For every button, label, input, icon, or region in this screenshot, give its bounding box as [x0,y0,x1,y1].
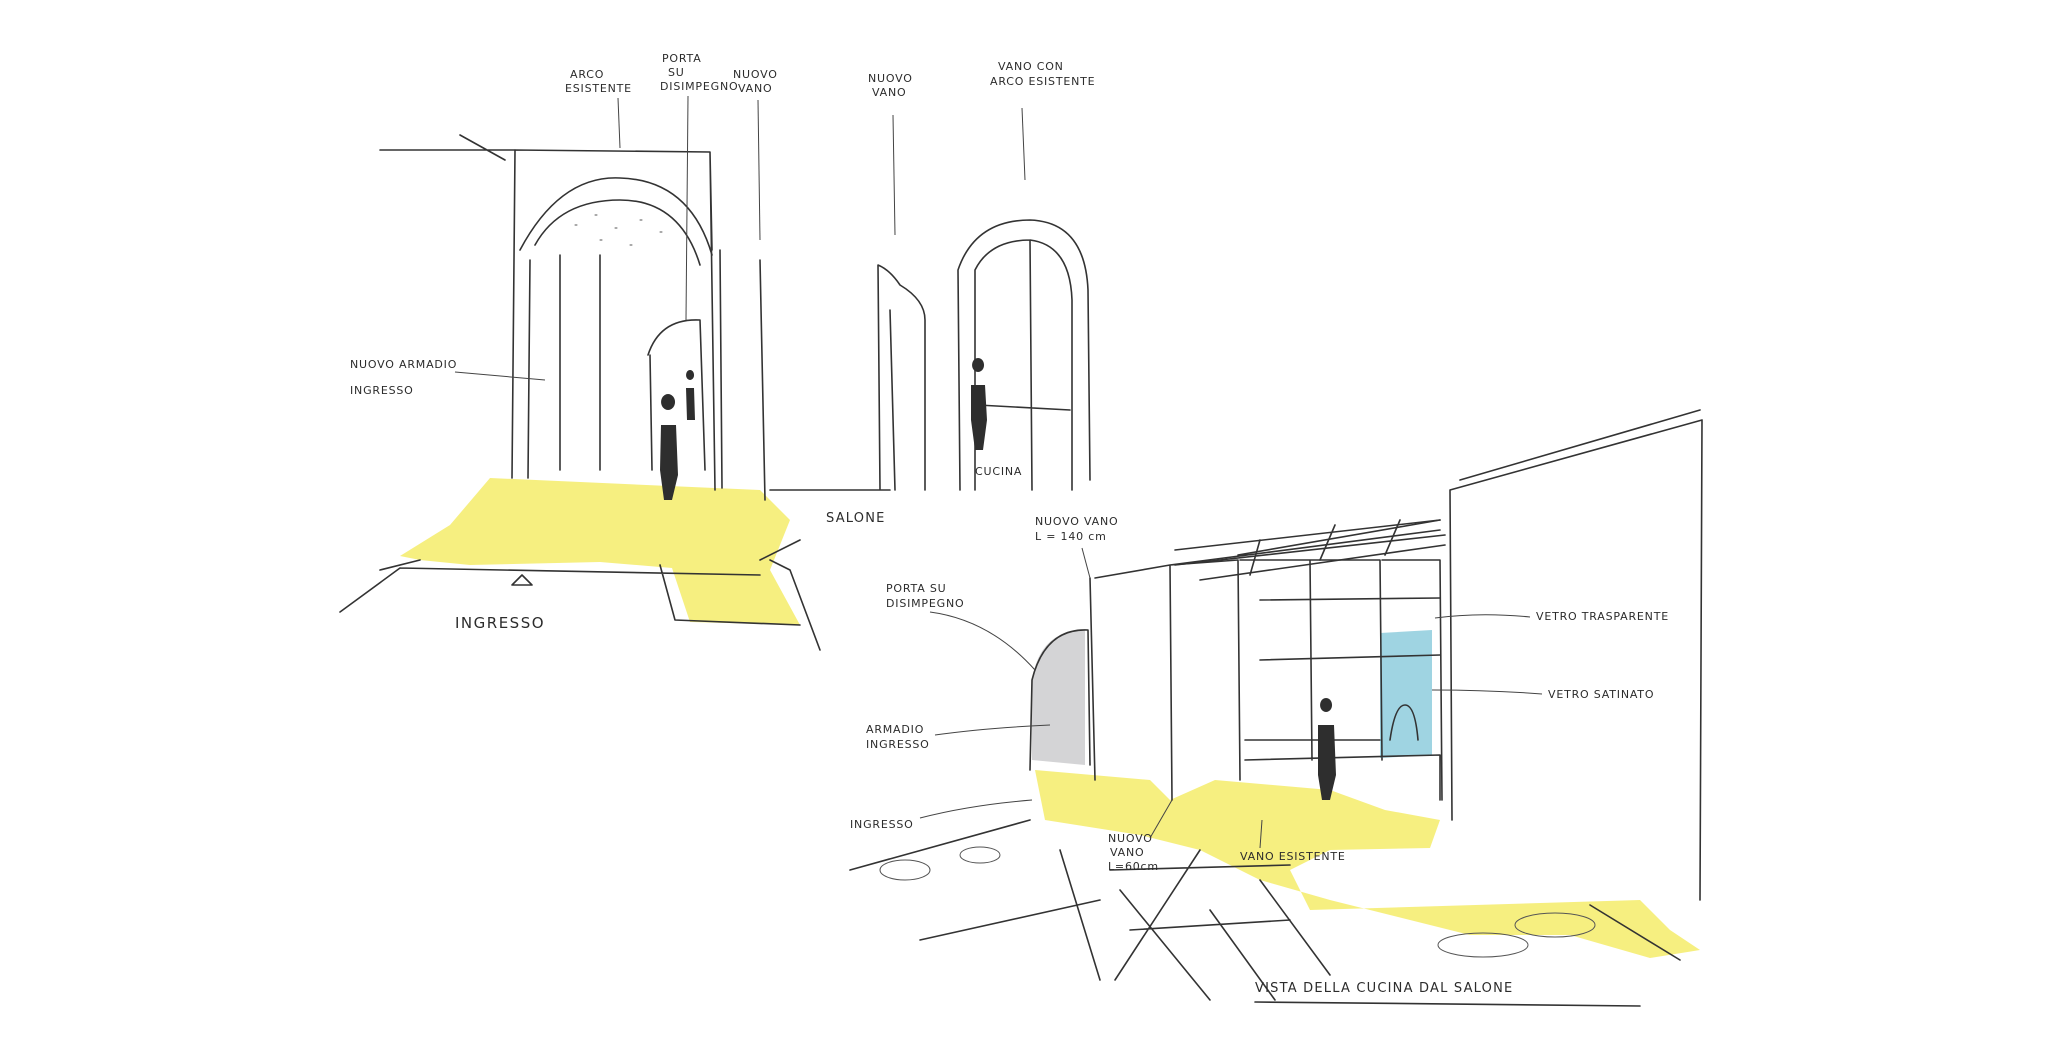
label-nuovo-vano-center-2: VANO [872,86,906,99]
kitchen-walls [1029,409,1703,901]
leader-armadio [454,371,546,381]
label-ingresso-left: INGRESSO [455,614,545,632]
leader-porta-right [929,611,1036,671]
entrance-door-marker [511,574,533,586]
sketch-kitchen: NUOVO VANO L = 140 cm PORTA SU DISIMPEGN… [849,409,1703,1007]
leader-armadio-right [934,724,1051,736]
arch-wall-outline [769,219,1091,491]
corridor-arch [647,319,706,471]
label-nuovo-vano-left: NUOVO [733,68,778,81]
label-salone: SALONE [826,511,886,526]
label-vano-con: VANO CON [998,60,1064,73]
leader-arco [617,97,621,149]
label-nuovo-vano-60: NUOVO [1108,832,1153,845]
entrance-arch-vault [519,177,713,266]
label-ingresso-right: INGRESSO [850,818,914,831]
entrance-floor-highlight [400,478,800,625]
sketch-entrance: ARCO ESISTENTE PORTA SU DISIMPEGNO NUOVO… [339,52,821,651]
label-vano-60: VANO [1110,846,1144,859]
vault-dots [574,214,663,246]
leader-vano-arco [1021,107,1026,181]
label-nuovo-vano-l140: NUOVO VANO [1035,515,1118,528]
label-vetro-trasparente: VETRO TRASPARENTE [1536,610,1669,623]
label-arco-esistente-center: ARCO ESISTENTE [990,75,1095,88]
label-porta-su: SU [668,66,685,79]
person-silhouette [660,394,678,500]
kitchen-beams [1174,519,1446,661]
label-disimpegno: DISIMPEGNO [660,80,738,93]
leader-vano-esistente [1259,819,1263,849]
person-in-kitchen [1318,698,1336,800]
leader-l60 [1149,799,1173,839]
label-l60: L=60cm [1108,860,1159,873]
caption-underline [1254,1001,1641,1007]
label-disimpegno-right: DISIMPEGNO [886,597,964,610]
label-armadio-right: ARMADIO [866,723,924,736]
label-l140: L = 140 cm [1035,530,1107,543]
leader-l140 [1081,547,1091,579]
leader-nuovo-vano-center [892,114,896,236]
label-porta-su-right: PORTA SU [886,582,946,595]
label-arco-esistente: ARCO [570,68,604,81]
leader-vetro-satinato [1431,689,1543,695]
glass-panel [1380,630,1432,758]
kitchen-floor-grid [849,819,1681,1001]
label-cucina: CUCINA [975,465,1022,478]
label-ingresso-armadio-right: INGRESSO [866,738,930,751]
entrance-edges [339,134,821,651]
label-nuovo-armadio: NUOVO ARMADIO [350,358,457,371]
label-arco-esistente-2: ESISTENTE [565,82,632,95]
label-nuovo-armadio-2: INGRESSO [350,384,414,397]
leader-nuovo-vano-left [757,99,761,241]
person-silhouette-small [686,370,695,420]
diagram-caption: VISTA DELLA CUCINA DAL SALONE [1255,981,1513,996]
label-vano-esistente: VANO ESISTENTE [1240,850,1346,863]
leader-ingresso-right [919,799,1033,819]
sketch-arches: NUOVO VANO VANO CON ARCO ESISTENTE CUCIN… [769,60,1095,526]
label-nuovo-vano-center: NUOVO [868,72,913,85]
label-porta: PORTA [662,52,702,65]
person-in-arch [971,358,987,450]
leader-vetro-trasparente [1434,614,1531,619]
label-nuovo-vano-left-2: VANO [738,82,772,95]
wardrobe-shade [1032,630,1085,765]
kitchen-floor-highlight [1035,770,1700,958]
leader-porta [685,95,689,321]
floor-ellipses [879,846,1596,958]
entrance-outer-wall [511,149,766,501]
kitchen-arch-back [1389,704,1419,741]
label-vetro-satinato: VETRO SATINATO [1548,688,1654,701]
